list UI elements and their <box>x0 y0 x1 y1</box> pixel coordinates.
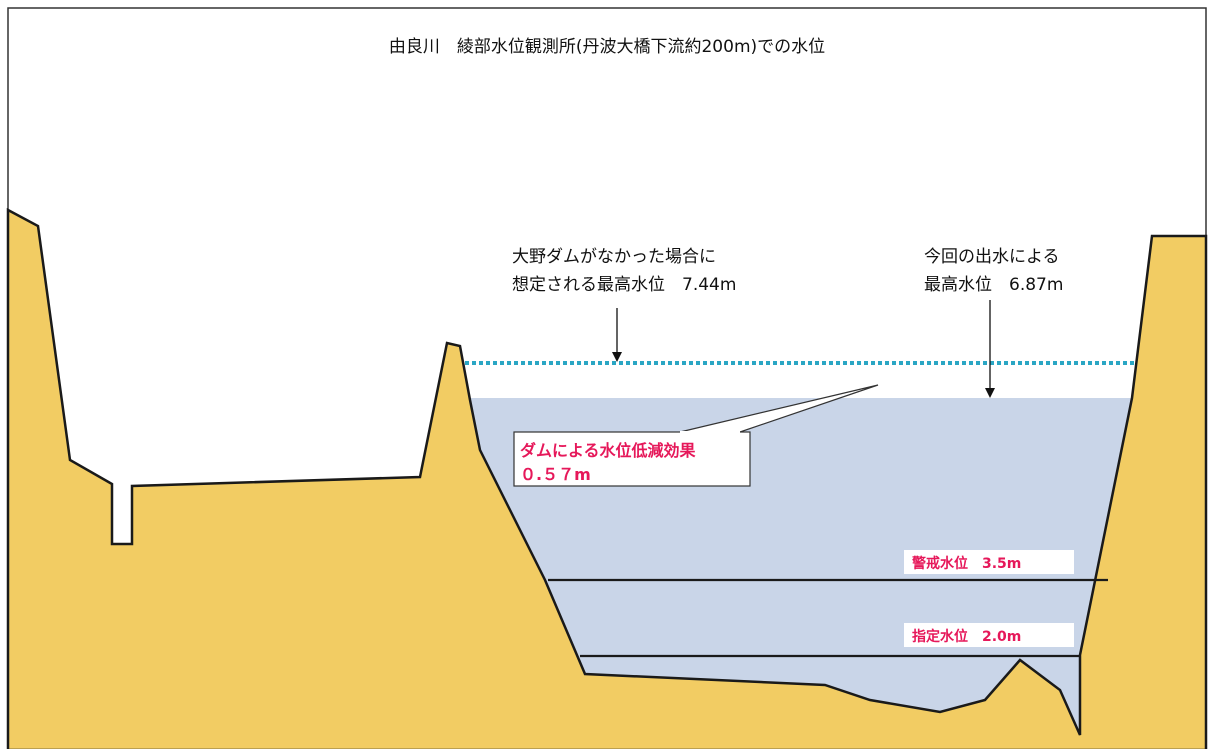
designated-level-label: 指定水位 2.0m <box>912 628 1021 645</box>
warning-level-label: 警戒水位 3.5m <box>912 555 1021 572</box>
actual-max-label-line2: 最高水位 6.87m <box>924 275 1063 295</box>
no-dam-label-line1: 大野ダムがなかった場合に <box>512 247 716 267</box>
warning-level-label-box <box>904 550 1074 574</box>
no-dam-label-line2: 想定される最高水位 7.44m <box>512 275 736 295</box>
ground-cross-section <box>6 207 1208 749</box>
diagram-title: 由良川 綾部水位観測所(丹波大橋下流約200m)での水位 <box>389 37 825 57</box>
no-dam-arrowhead <box>612 352 622 362</box>
actual-max-arrowhead <box>985 388 995 398</box>
actual-max-label-line1: 今回の出水による <box>924 247 1060 267</box>
reduction-effect-callout <box>513 431 751 487</box>
reduction-effect-value: ０.５７m <box>520 465 591 484</box>
reduction-effect-label: ダムによる水位低減効果 <box>520 441 696 460</box>
designated-level-label-box <box>904 623 1074 647</box>
